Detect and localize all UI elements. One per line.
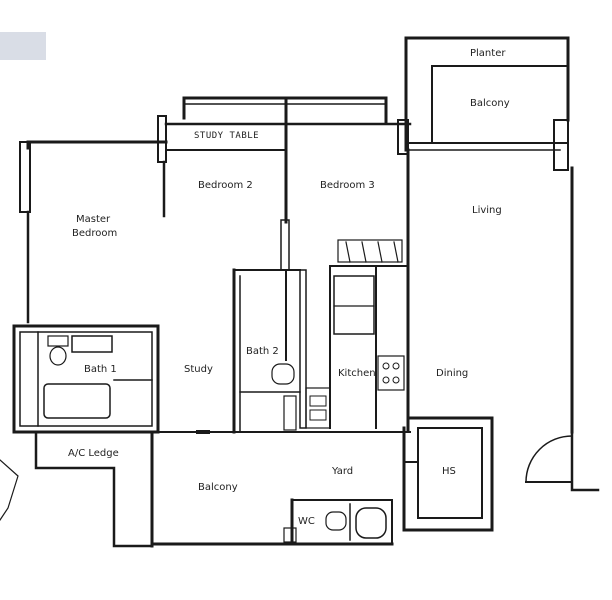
bath2-walls [232, 268, 307, 434]
scan-corner-mark [0, 32, 46, 60]
edge-fragment [0, 459, 19, 521]
ac-ledge-label: A/C Ledge [68, 448, 119, 459]
kitchen-label: Kitchen [338, 368, 376, 379]
ac-ledge-balcony-walls [34, 430, 411, 548]
balcony-bottom-label: Balcony [198, 482, 238, 493]
yard-wc-walls [283, 498, 394, 546]
wc-label: WC [298, 516, 315, 527]
bath1-walls [12, 324, 160, 434]
living-dining-walls [406, 148, 600, 492]
master-bedroom-walls [19, 140, 168, 324]
bedroom2-label: Bedroom 2 [198, 180, 253, 191]
yard-label: Yard [332, 466, 354, 477]
balcony-top-label: Balcony [470, 98, 510, 109]
bath2-label: Bath 2 [246, 346, 279, 357]
kitchen-walls [305, 239, 409, 429]
dining-label: Dining [436, 368, 469, 379]
master-bedroom-label-2: Bedroom [72, 228, 118, 239]
bath1-label: Bath 1 [84, 364, 117, 375]
study-label: Study [184, 364, 213, 375]
study-table-label: STUDY TABLE [194, 131, 260, 141]
hs-label: HS [442, 466, 456, 477]
bedroom3-label: Bedroom 3 [320, 180, 375, 191]
master-bedroom-label-1: Master [76, 214, 111, 225]
hs-shelter-walls [402, 416, 494, 532]
planter-label: Planter [470, 48, 506, 59]
planter-balcony-walls [404, 36, 570, 171]
living-label: Living [472, 205, 502, 216]
